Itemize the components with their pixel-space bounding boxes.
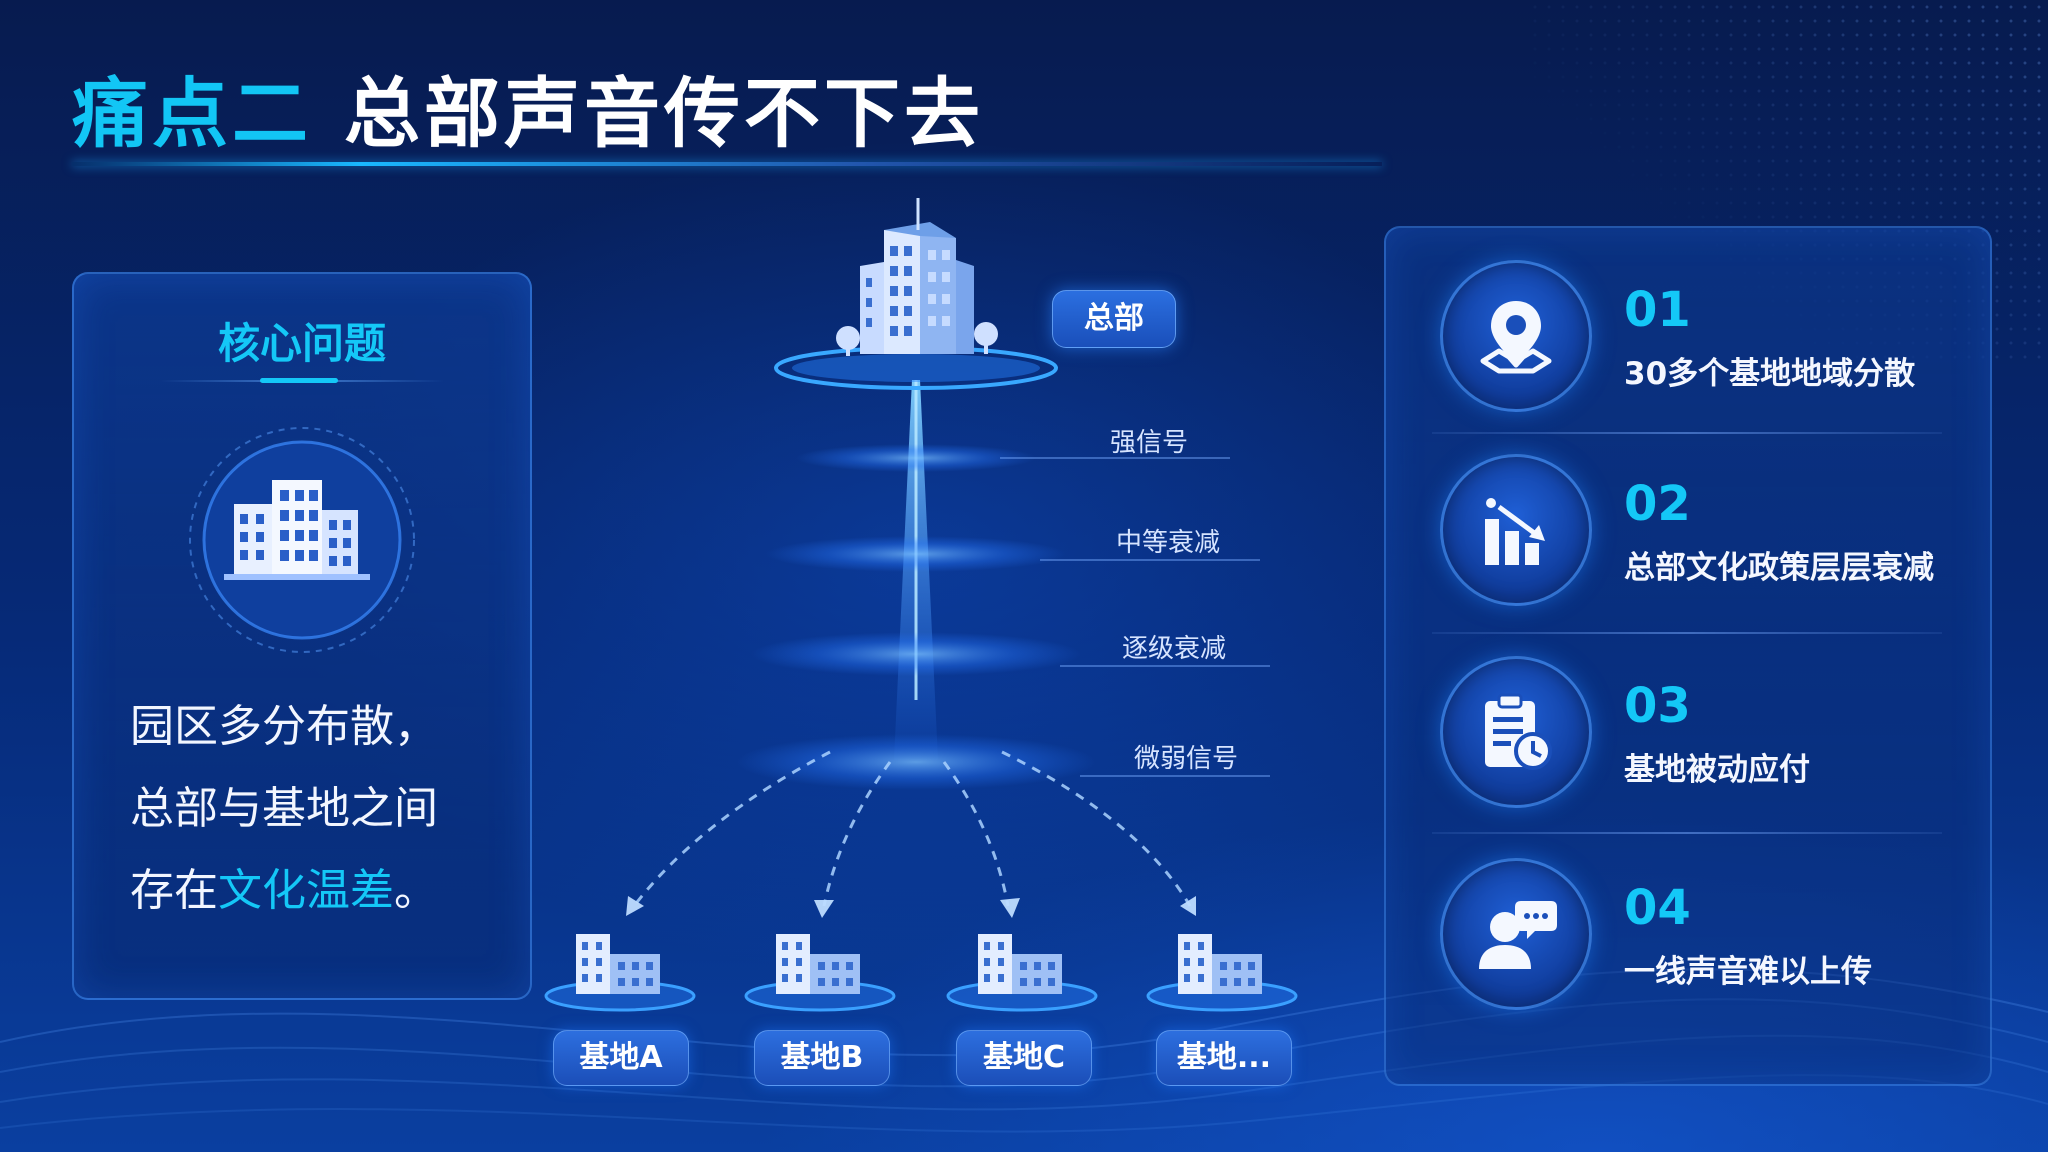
core-line-3-prefix: 存在 [130,865,218,916]
title-highlight: 痛点二 [72,69,312,158]
base-b-building-icon [744,934,896,1012]
signal-level-gradual: 逐级衰减 [1122,634,1227,664]
core-line-3: 存在文化温差。 [130,850,510,932]
clipboard-clock-icon [1440,656,1592,808]
base-more-label: 基地... [1156,1030,1292,1086]
issue-item: 01 30多个基地地域分散 [1386,228,1990,412]
core-line-3-suffix: 。 [394,865,438,916]
base-a-building-icon [544,934,696,1012]
issue-number: 03 [1624,678,1691,734]
title-underline [72,162,1382,166]
issue-divider [1432,832,1942,834]
issue-divider [1432,432,1942,434]
culture-gap-highlight: 文化温差 [218,865,394,916]
base-a-label: 基地A [553,1030,689,1086]
signal-disc-weak [736,734,1096,790]
base-buildings [544,934,1298,1012]
base-c-label: 基地C [956,1030,1092,1086]
user-speech-icon [1440,858,1592,1010]
base-more-building-icon [1146,934,1298,1012]
signal-attenuation-diagram [544,198,1298,1012]
issue-item: 03 基地被动应付 [1386,624,1990,808]
issue-divider [1432,632,1942,634]
issue-item: 04 一线声音难以上传 [1386,826,1990,1010]
core-line-2: 总部与基地之间 [130,783,438,834]
issue-number: 02 [1624,476,1691,532]
issue-item: 02 总部文化政策层层衰减 [1386,422,1990,606]
declining-chart-icon [1440,454,1592,606]
page-title: 痛点二总部声音传不下去 [72,52,984,162]
issue-text: 30多个基地地域分散 [1624,356,1916,392]
core-problem-text: 园区多分布散， 总部与基地之间 存在文化温差。 [130,686,510,932]
signal-level-strong: 强信号 [1110,428,1189,458]
issue-text: 总部文化政策层层衰减 [1624,550,1934,586]
base-b-label: 基地B [754,1030,890,1086]
signal-level-medium: 中等衰减 [1116,528,1221,558]
issue-number: 04 [1624,880,1691,936]
signal-disc-strong [796,444,1036,472]
headquarters-label: 总部 [1052,290,1176,348]
issues-panel: 01 30多个基地地域分散 02 总部文化政策层层衰减 [1384,226,1992,1086]
office-buildings-icon [180,418,424,662]
headquarters-building-icon [836,198,998,356]
issue-number: 01 [1624,282,1691,338]
core-line-1: 园区多分布散， [130,701,438,752]
issue-text: 一线声音难以上传 [1624,954,1872,990]
signal-level-weak: 微弱信号 [1134,744,1239,774]
signal-disc-gradual [751,632,1081,676]
base-c-building-icon [946,934,1098,1012]
heading-accent-bar [260,378,338,383]
core-problem-panel: 核心问题 园区多分布散， 总部与基地之间 [72,272,532,1000]
signal-disc-medium [766,536,1066,572]
issue-text: 基地被动应付 [1624,752,1810,788]
location-pin-icon [1440,260,1592,412]
title-main: 总部声音传不下去 [344,69,984,158]
core-problem-heading: 核心问题 [217,319,386,368]
